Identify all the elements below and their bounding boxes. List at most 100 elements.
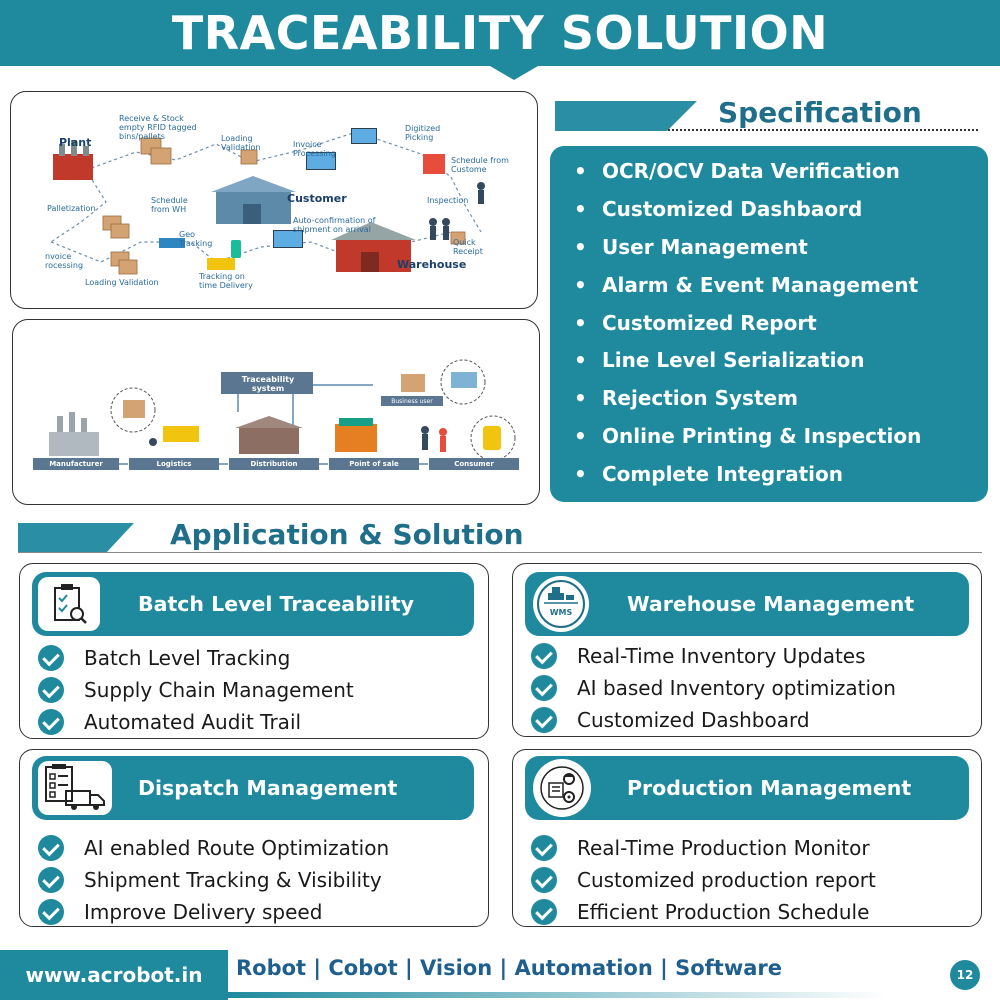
card-list: Batch Level Tracking Supply Chain Manage… (38, 642, 354, 738)
check-icon (531, 899, 557, 925)
list-item: Supply Chain Management (38, 674, 354, 706)
check-icon (38, 899, 64, 925)
website-link[interactable]: www.acrobot.in (0, 950, 228, 1000)
traceability-flow-illustration (33, 359, 519, 470)
card-title: Batch Level Traceability (138, 592, 415, 616)
card-dispatch-management: Dispatch Management AI enabled Route Opt… (19, 749, 489, 927)
schedule-from-customer-label: Schedule from Custome (451, 156, 509, 174)
worker-gear-icon (533, 759, 591, 817)
customer-label: Customer (287, 192, 347, 205)
card-title: Dispatch Management (138, 776, 398, 800)
spec-item: OCR/OCV Data Verification (574, 158, 921, 196)
traceability-system-label: Traceability system (241, 375, 295, 393)
invoice-processing-left-label: nvoice rocessing (45, 252, 84, 270)
schedule-from-wh-label: Schedule from WH (151, 196, 188, 214)
list-item: Real-Time Production Monitor (531, 832, 876, 864)
invoice-processing-top-label: Invoice Processing (293, 140, 336, 158)
list-item-text: AI based Inventory optimization (577, 676, 896, 700)
card-title: Warehouse Management (627, 592, 915, 616)
header-notch (490, 66, 538, 80)
list-item-text: Real-Time Inventory Updates (577, 644, 866, 668)
check-icon (531, 707, 557, 733)
supply-chain-illustration (50, 128, 485, 275)
card-header: Production Management (525, 756, 969, 820)
check-icon (38, 645, 64, 671)
list-item: Batch Level Tracking (38, 642, 354, 674)
list-item-text: Shipment Tracking & Visibility (84, 868, 382, 892)
supply-chain-diagram: Plant Receive & Stock empty RFID tagged … (10, 91, 538, 309)
receive-stock-label: Receive & Stock empty RFID tagged bins/p… (119, 114, 197, 141)
loading-validation-bottom-label: Loading Validation (85, 278, 159, 287)
tracking-on-time-label: Tracking on time Delivery (199, 272, 253, 290)
application-accent-bar (18, 523, 134, 553)
page-title: TRACEABILITY SOLUTION (171, 6, 829, 60)
list-item: AI based Inventory optimization (531, 672, 896, 704)
list-item-text: AI enabled Route Optimization (84, 836, 390, 860)
customer-building-icon (211, 176, 296, 224)
specification-box: OCR/OCV Data Verification Customized Das… (550, 146, 988, 502)
plant-icon (53, 140, 93, 180)
stage-distribution-label: Distribution (250, 460, 298, 468)
list-item-text: Improve Delivery speed (84, 900, 323, 924)
page-footer: www.acrobot.in Robot | Cobot | Vision | … (0, 950, 1000, 1000)
auto-confirmation-label: Auto-confirmation of shipment on arrival (293, 216, 376, 234)
list-item: Customized production report (531, 864, 876, 896)
quick-receipt-label: Quick Receipt (453, 238, 483, 256)
list-item: Efficient Production Schedule (531, 896, 876, 928)
check-icon (531, 835, 557, 861)
wms-icon-text: WMS (549, 608, 573, 617)
business-user-label: Business user (391, 398, 433, 405)
spec-item: Rejection System (574, 385, 921, 423)
palletization-label: Palletization (47, 204, 96, 213)
spec-item: Line Level Serialization (574, 347, 921, 385)
stage-manufacturer-label: Manufacturer (49, 460, 103, 468)
card-list: Real-Time Production Monitor Customized … (531, 832, 876, 928)
specification-divider (668, 129, 978, 131)
stage-point-of-sale-label: Point of sale (349, 460, 399, 468)
traceability-system-diagram: Traceability system Business user Manufa… (12, 319, 540, 505)
page-header: TRACEABILITY SOLUTION (0, 0, 1000, 80)
checklist-truck-icon (38, 761, 112, 815)
footer-tagline: Robot | Cobot | Vision | Automation | So… (236, 956, 782, 980)
card-list: AI enabled Route Optimization Shipment T… (38, 832, 389, 928)
specification-accent-bar (555, 101, 697, 131)
list-item-text: Customized production report (577, 868, 876, 892)
check-icon (38, 835, 64, 861)
card-header: WMS Warehouse Management (525, 572, 969, 636)
list-item: AI enabled Route Optimization (38, 832, 389, 864)
card-batch-level-traceability: Batch Level Traceability Batch Level Tra… (19, 563, 489, 739)
list-item-text: Real-Time Production Monitor (577, 836, 870, 860)
check-icon (38, 677, 64, 703)
spec-item: User Management (574, 234, 921, 272)
list-item-text: Automated Audit Trail (84, 710, 302, 734)
list-item-text: Customized Dashboard (577, 708, 810, 732)
page-number-badge: 12 (950, 960, 980, 990)
card-production-management: Production Management Real-Time Producti… (512, 749, 982, 927)
specification-title: Specification (718, 96, 922, 129)
card-title: Production Management (627, 776, 912, 800)
stage-consumer-label: Consumer (454, 460, 494, 468)
list-item: Customized Dashboard (531, 704, 896, 736)
factory-icon (49, 412, 99, 456)
list-item: Real-Time Inventory Updates (531, 640, 896, 672)
plant-label: Plant (59, 136, 92, 149)
check-icon (531, 643, 557, 669)
check-icon (531, 675, 557, 701)
stage-logistics-label: Logistics (156, 460, 192, 468)
check-icon (531, 867, 557, 893)
list-item: Improve Delivery speed (38, 896, 389, 928)
list-item: Shipment Tracking & Visibility (38, 864, 389, 896)
spec-item: Complete Integration (574, 461, 921, 499)
spec-item: Customized Report (574, 310, 921, 348)
digitized-picking-label: Digitized Picking (405, 124, 441, 142)
card-header: Dispatch Management (32, 756, 474, 820)
list-item: Automated Audit Trail (38, 706, 354, 738)
card-header: Batch Level Traceability (32, 572, 474, 636)
list-item-text: Supply Chain Management (84, 678, 354, 702)
warehouse-building-icon (331, 222, 416, 272)
application-title: Application & Solution (170, 518, 524, 551)
warehouse-label: Warehouse (397, 258, 467, 271)
card-list: Real-Time Inventory Updates AI based Inv… (531, 640, 896, 736)
check-icon (38, 867, 64, 893)
check-icon (38, 709, 64, 735)
